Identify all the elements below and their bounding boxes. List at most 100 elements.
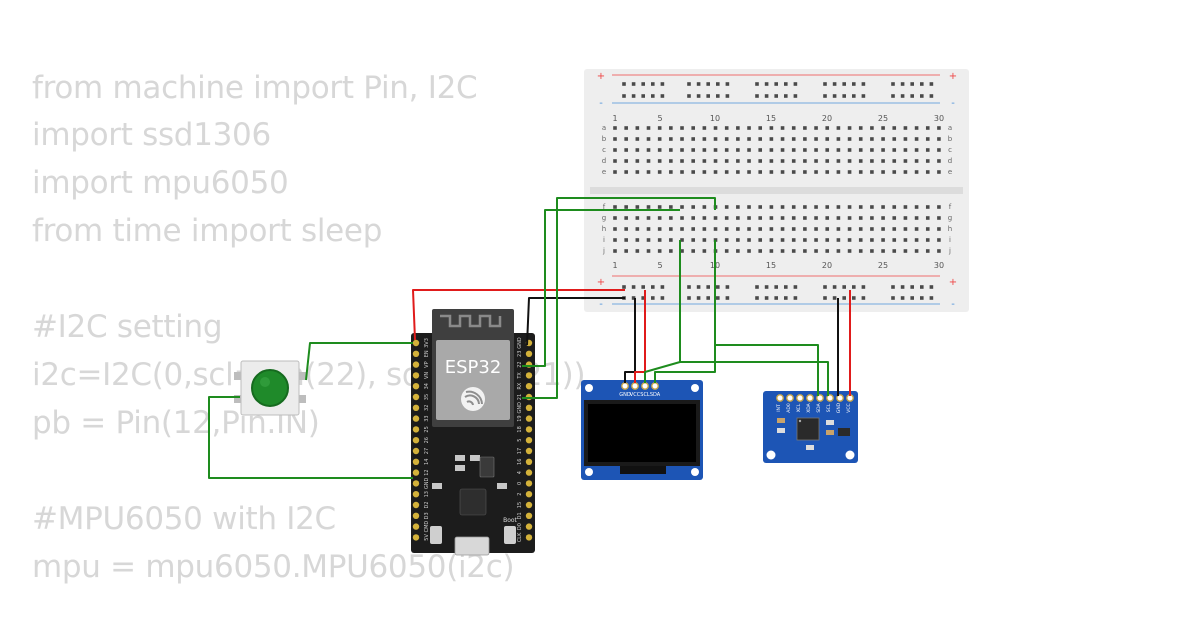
esp32-pin[interactable] [525, 426, 533, 433]
row-letter: f [603, 203, 606, 211]
esp32-pin[interactable] [412, 534, 420, 541]
esp32-pin[interactable] [412, 350, 420, 357]
column-number: 25 [878, 261, 888, 270]
mpu-pin[interactable] [816, 394, 824, 402]
rail-hole [660, 285, 665, 289]
esp32-pin[interactable] [412, 437, 420, 444]
esp32-pin[interactable] [412, 404, 420, 411]
esp32-pin[interactable] [525, 350, 533, 357]
breadboard-hole [713, 137, 718, 141]
esp32-pin[interactable] [412, 339, 420, 347]
pushbutton[interactable] [234, 360, 306, 416]
esp32-pin[interactable] [525, 415, 533, 422]
row-letter: g [948, 214, 952, 222]
rail-minus-label: - [951, 299, 955, 310]
code-snippet: from machine import Pin, I2C import ssd1… [0, 0, 586, 630]
rail-hole [920, 296, 924, 300]
smd-component [455, 455, 465, 461]
breadboard-hole [680, 249, 684, 253]
breadboard-hole [847, 159, 852, 163]
breadboard-hole [624, 227, 628, 231]
mpu-pin[interactable] [786, 394, 794, 402]
esp32-pin[interactable] [525, 480, 533, 487]
breadboard-hole [736, 249, 740, 253]
oled-pin[interactable] [621, 382, 629, 390]
en-button[interactable] [430, 526, 442, 544]
esp32-pin[interactable] [412, 426, 420, 433]
esp32-pin[interactable] [525, 512, 533, 519]
breadboard-hole [657, 170, 662, 174]
esp32-pin-label: D2 [424, 501, 430, 508]
breadboard-hole [769, 126, 774, 130]
esp32-pin[interactable] [412, 480, 420, 487]
oled-pin[interactable] [631, 382, 639, 390]
boot-button[interactable] [504, 526, 516, 544]
rail-hole [920, 285, 924, 289]
esp32-pin[interactable] [412, 501, 420, 509]
rail-hole [929, 82, 934, 86]
esp32-pin[interactable] [412, 458, 420, 465]
breadboard-hole [903, 170, 908, 174]
mpu-pin[interactable] [776, 394, 784, 402]
esp32-pin[interactable] [525, 469, 533, 476]
oled-pin[interactable] [641, 382, 649, 390]
breadboard-hole [669, 205, 673, 209]
wire-3v3-to-rail [412, 289, 625, 341]
esp32-pin[interactable] [525, 404, 533, 411]
breadboard-hole [903, 249, 908, 253]
rail-hole [687, 82, 691, 86]
code-line: from time import sleep [32, 213, 383, 249]
rail-hole [716, 285, 720, 289]
breadboard-hole [780, 159, 785, 163]
esp32-pin-label: RX [517, 382, 523, 389]
breadboard-hole [937, 227, 941, 231]
row-letter: b [602, 135, 607, 143]
mpu-pin[interactable] [806, 394, 814, 402]
esp32-pin[interactable] [525, 383, 533, 390]
esp32-pin[interactable] [412, 383, 420, 390]
esp32-pin[interactable] [412, 393, 420, 401]
breadboard-hole [724, 126, 729, 130]
esp32-pin[interactable] [525, 534, 533, 541]
breadboard-hole [758, 238, 763, 242]
breadboard-hole [870, 227, 874, 231]
esp32-pin[interactable] [412, 372, 420, 379]
breadboard-hole [925, 227, 930, 231]
breadboard-hole [702, 238, 707, 242]
breadboard-hole [814, 159, 818, 163]
esp32-pin[interactable] [525, 501, 533, 509]
breadboard-hole [814, 137, 818, 141]
esp32-pin[interactable] [525, 458, 533, 465]
esp32-pin[interactable] [412, 361, 420, 368]
breadboard-hole [803, 159, 807, 163]
mpu-pin[interactable] [836, 394, 844, 402]
esp32-pin[interactable] [412, 523, 420, 530]
esp32-pin-label: 32 [424, 405, 430, 411]
esp32-pin[interactable] [525, 437, 533, 444]
breadboard-hole [892, 137, 897, 141]
esp32-pin[interactable] [412, 491, 420, 498]
usb-uart-chip [459, 488, 487, 516]
breadboard-hole [914, 148, 919, 152]
esp32-pin[interactable] [525, 372, 533, 379]
breadboard-hole [736, 205, 740, 209]
esp32-pin[interactable] [525, 491, 533, 498]
button-cap[interactable] [251, 369, 289, 407]
esp32-pin[interactable] [525, 447, 533, 455]
rail-hole [900, 82, 905, 86]
esp32-pin[interactable] [412, 512, 420, 519]
mpu-pin-label: SDA [816, 402, 822, 412]
esp32-pin[interactable] [525, 523, 533, 530]
mpu-pin-label: AD0 [786, 403, 792, 413]
micro-usb-port[interactable] [454, 536, 490, 556]
esp32-pin[interactable] [412, 469, 420, 476]
breadboard-hole [881, 126, 885, 130]
mpu-pin[interactable] [796, 394, 804, 402]
mpu-pin[interactable] [826, 394, 834, 402]
esp32-pin[interactable] [412, 447, 420, 455]
oled-pin[interactable] [651, 382, 659, 390]
esp32-pin[interactable] [412, 415, 420, 422]
breadboard-hole [914, 137, 919, 141]
breadboard-hole [635, 216, 640, 220]
